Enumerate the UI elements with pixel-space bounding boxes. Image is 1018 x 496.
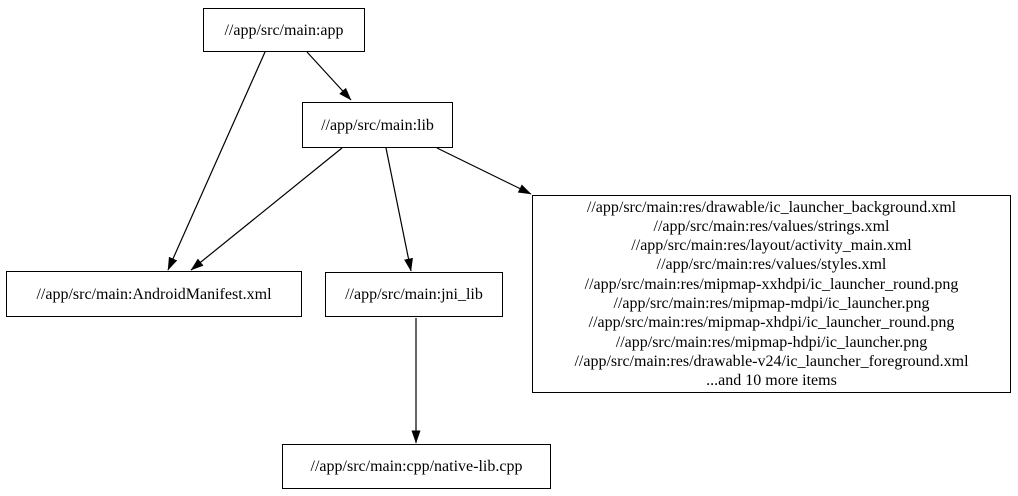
graph-node-lib: //app/src/main:lib — [302, 102, 453, 148]
node-manifest-label: //app/src/main:AndroidManifest.xml — [36, 285, 272, 303]
node-lib-label: //app/src/main:lib — [321, 116, 434, 134]
edge-app-to-lib — [306, 51, 352, 101]
edge-app-to-manifest — [167, 51, 266, 271]
node-native-lib-cpp-label: //app/src/main:cpp/native-lib.cpp — [310, 458, 523, 475]
node-app-label: //app/src/main:app — [224, 21, 344, 39]
node-res-group-lines: //app/src/main:res/drawable/ic_launcher_… — [574, 198, 969, 390]
graph-node-native-lib-cpp: //app/src/main:cpp/native-lib.cpp — [282, 444, 551, 489]
graph-node-android-manifest: //app/src/main:AndroidManifest.xml — [6, 271, 302, 317]
graph-node-app: //app/src/main:app — [203, 8, 365, 52]
node-jni-lib-label: //app/src/main:jni_lib — [345, 286, 483, 303]
edge-lib-to-manifest — [190, 147, 343, 271]
edge-lib-to-jni-lib — [385, 147, 413, 272]
graph-node-jni-lib: //app/src/main:jni_lib — [325, 272, 503, 317]
graph-node-res-group: //app/src/main:res/drawable/ic_launcher_… — [532, 195, 1011, 393]
edge-lib-to-res-group — [436, 147, 532, 195]
